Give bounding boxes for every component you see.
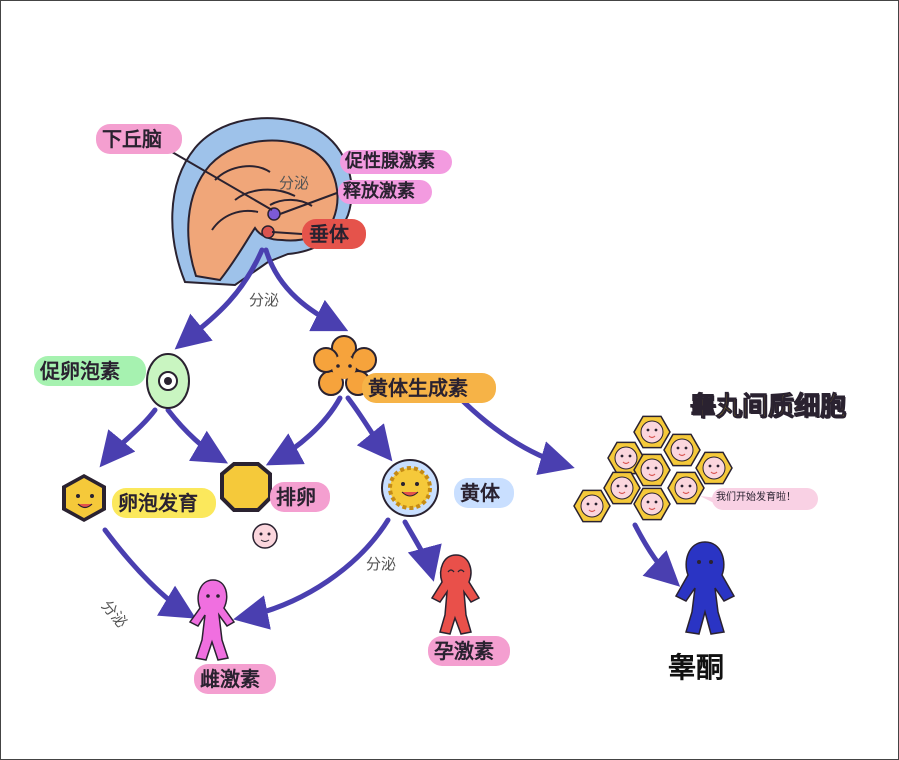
leydig-cell <box>695 451 733 485</box>
leydig-cell <box>603 471 641 505</box>
estrogen-figure-icon <box>188 579 236 661</box>
leydig-speech-text: 我们开始发育啦！ <box>716 492 796 503</box>
leydig-cells-icon <box>573 415 733 523</box>
leydig-cell <box>663 433 701 467</box>
progesterone-label: 孕激素 <box>434 639 494 663</box>
gnrh-pointer <box>279 189 346 215</box>
corpus-luteum-icon <box>381 459 439 517</box>
fsh-cell-icon <box>146 353 190 409</box>
follicle-hexagon-icon <box>62 474 106 522</box>
leydig-cell <box>633 453 671 487</box>
estrogen-pill <box>194 664 276 694</box>
progesterone-figure-icon <box>430 554 481 635</box>
ovulation-label: 排卵 <box>276 485 316 509</box>
gnrh-label-line2: 释放激素 <box>343 181 415 202</box>
pituitary-pill <box>302 219 366 249</box>
hypothalamus-pointer <box>159 144 273 211</box>
arrow-follicle-to-estrogen <box>102 527 197 619</box>
arrow-fsh-to-follicle <box>99 407 158 468</box>
arrow-pituitary-to-lh <box>263 247 349 332</box>
arrow-luteum-to-progesterone <box>402 519 442 582</box>
leydig-cell <box>633 415 671 449</box>
arrow-pituitary-to-fsh <box>174 247 265 350</box>
ovulation-pill <box>270 482 330 512</box>
estrogen-label: 雌激素 <box>200 667 260 691</box>
ovulation-hexagon-icon <box>220 462 272 512</box>
testosterone-figure-icon <box>674 541 736 635</box>
secrete-brain-label: 分泌 <box>279 174 310 192</box>
arrow-leydig-to-testosterone <box>632 522 681 587</box>
hypothalamus-label: 下丘脑 <box>102 127 162 151</box>
leydig-cell <box>573 489 611 523</box>
gnrh-label-line1: 促性腺激素 <box>345 151 435 172</box>
arrow-luteum-to-estrogen <box>233 517 391 630</box>
leydig-title: 睾丸间质细胞 <box>689 392 847 422</box>
secrete-pituitary-label: 分泌 <box>249 291 280 309</box>
corpus-luteum-label: 黄体 <box>460 481 500 505</box>
secrete-luteum-label: 分泌 <box>366 555 397 573</box>
lh-flower-icon <box>313 335 377 396</box>
pituitary-pointer <box>271 231 303 235</box>
hypothalamus-pill <box>96 124 182 154</box>
fsh-pill <box>34 356 146 386</box>
testosterone-label: 睾酮 <box>668 651 725 684</box>
leydig-cell <box>633 487 671 521</box>
fsh-label: 促卵泡素 <box>40 359 120 383</box>
lh-pill <box>362 373 496 403</box>
corpus-luteum-pill <box>454 478 514 508</box>
arrow-lh-to-luteum <box>345 395 393 462</box>
pituitary-label: 垂体 <box>309 222 349 246</box>
leydig-cell <box>607 441 645 475</box>
brain-icon <box>171 117 353 287</box>
progesterone-pill <box>428 636 510 666</box>
leydig-cell <box>667 471 705 505</box>
arrow-lh-to-ovulation <box>265 395 343 466</box>
egg-cell-icon <box>252 523 278 549</box>
follicle-dev-pill <box>112 488 216 518</box>
follicle-dev-label: 卵泡发育 <box>118 491 198 515</box>
arrow-fsh-to-ovulation <box>165 407 229 464</box>
lh-label: 黄体生成素 <box>368 376 468 400</box>
leydig-speech-bubble <box>712 488 818 510</box>
gnrh-pill-1 <box>340 150 452 174</box>
gnrh-pill-2 <box>338 180 432 204</box>
